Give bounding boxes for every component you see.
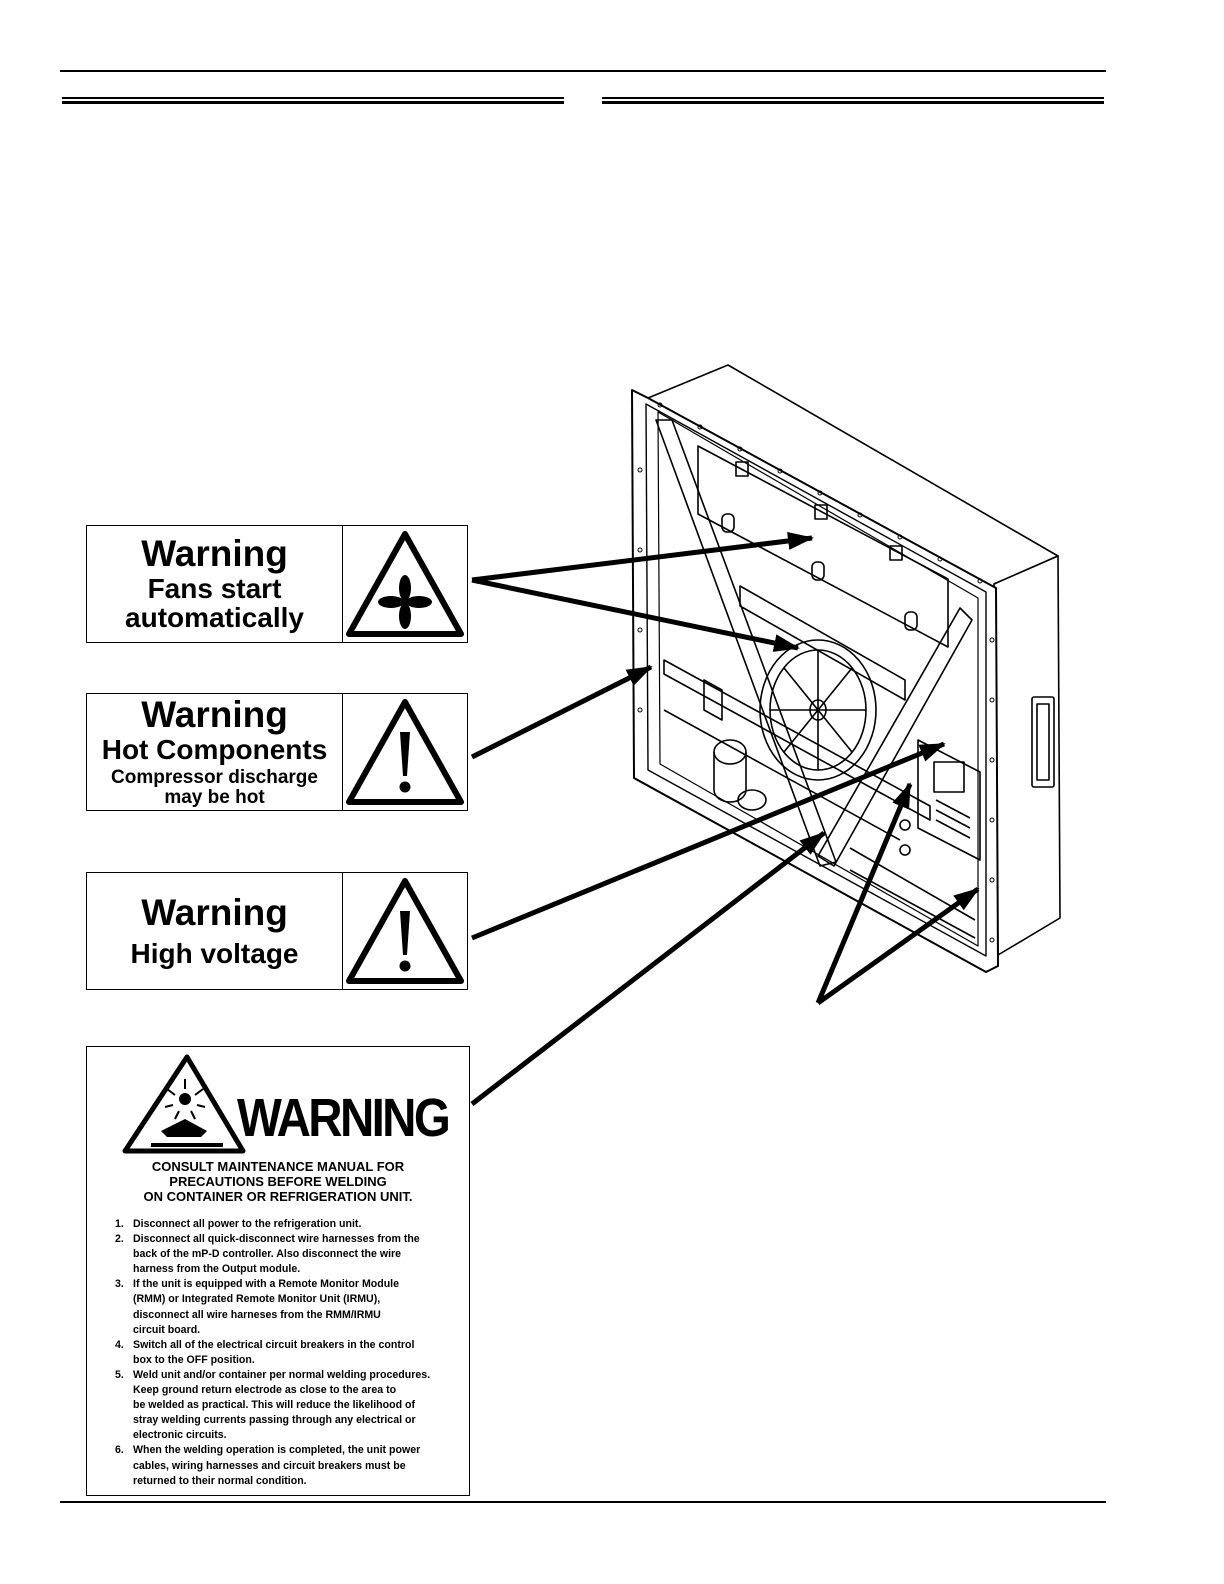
- welding-warning-label: WARNING CONSULT MAINTENANCE MANUAL FOR P…: [86, 1046, 470, 1496]
- flange-bolts: [637, 402, 995, 943]
- warning-heading: Warning: [141, 533, 288, 575]
- diagonal-strut-right: [817, 607, 973, 867]
- welding-step: 4.Switch all of the electrical circuit b…: [115, 1338, 415, 1366]
- housing-side: [993, 555, 1061, 956]
- arrow-bottom-right: [816, 886, 980, 1006]
- arrow-hot: [470, 664, 653, 760]
- fans-line2: automatically: [125, 602, 304, 634]
- welding-consult-text: CONSULT MAINTENANCE MANUAL FOR PRECAUTIO…: [87, 1159, 469, 1204]
- arrow-voltage: [471, 741, 946, 941]
- hot-warning-text: Warning Hot Components Compressor discha…: [87, 694, 343, 810]
- arrow-bottom-left: [815, 782, 913, 1004]
- voltage-line1: High voltage: [130, 937, 299, 969]
- side-handle: [1031, 696, 1055, 788]
- left-double-rule-bottom: [62, 101, 564, 104]
- welding-step: 3.If the unit is equipped with a Remote …: [115, 1278, 400, 1336]
- welding-spark-warning-icon: [122, 1054, 246, 1154]
- welding-warning-title: WARNING: [237, 1088, 451, 1148]
- panel-tabs: [721, 461, 918, 631]
- top-rule: [60, 70, 1106, 72]
- arrow-fans-lower: [471, 577, 800, 652]
- hot-line3: may be hot: [164, 787, 265, 809]
- hot-components-warning-label: Warning Hot Components Compressor discha…: [86, 693, 468, 811]
- fans-line1: Fans start: [147, 573, 282, 605]
- welding-step: 1.Disconnect all power to the refrigerat…: [115, 1218, 362, 1230]
- hot-line2: Compressor discharge: [111, 767, 318, 789]
- fan-warning-icon: [346, 531, 464, 637]
- fans-warning-label: Warning Fans start automatically: [86, 525, 468, 643]
- front-flange: [631, 389, 999, 973]
- welding-step: 5.Weld unit and/or container per normal …: [115, 1368, 431, 1442]
- fans-warning-text: Warning Fans start automatically: [87, 526, 343, 642]
- left-double-rule-top: [62, 97, 564, 99]
- arrow-fans-upper: [471, 532, 814, 583]
- arrow-welding: [470, 831, 826, 1106]
- voltage-warning-text: Warning High voltage: [87, 873, 343, 989]
- welding-step: 2.Disconnect all quick-disconnect wire h…: [115, 1233, 420, 1276]
- hot-line1: Hot Components: [101, 733, 328, 765]
- exclamation-warning-icon: [346, 699, 464, 805]
- compressor: [703, 679, 767, 811]
- high-voltage-warning-label: Warning High voltage: [86, 872, 468, 990]
- consult-line: PRECAUTIONS BEFORE WELDING: [169, 1174, 387, 1189]
- warning-heading: Warning: [141, 693, 288, 735]
- bottom-rule: [60, 1501, 1106, 1503]
- condenser-fan: [759, 639, 877, 781]
- consult-line: CONSULT MAINTENANCE MANUAL FOR: [151, 1159, 405, 1174]
- welding-step: 6.When the welding operation is complete…: [115, 1444, 421, 1487]
- exclamation-warning-icon: [346, 878, 464, 984]
- consult-line: ON CONTAINER OR REFRIGERATION UNIT.: [143, 1189, 413, 1204]
- right-double-rule-top: [602, 97, 1104, 99]
- welding-steps-list: 1.Disconnect all power to the refrigerat…: [115, 1217, 465, 1489]
- right-double-rule-bottom: [602, 101, 1104, 104]
- warning-heading: Warning: [141, 891, 288, 933]
